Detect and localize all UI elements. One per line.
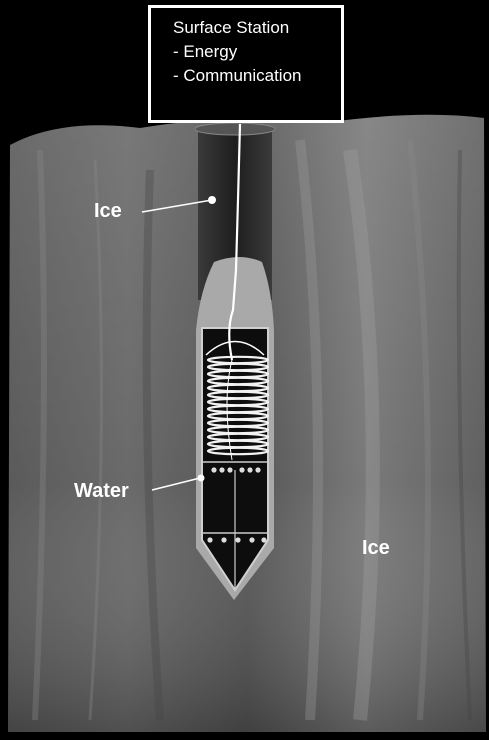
water-pointer-dot: [198, 475, 205, 482]
sensor-dot: [219, 467, 224, 472]
ice-upper-label: Ice: [94, 200, 122, 223]
surface-station-item-energy: - Energy: [173, 40, 341, 64]
water-label: Water: [74, 480, 129, 503]
sensor-dot: [207, 537, 212, 542]
ice-upper-pointer-dot: [208, 196, 216, 204]
sensor-dot: [227, 467, 232, 472]
ice-lower-label: Ice: [362, 537, 390, 560]
sensor-dot: [221, 537, 226, 542]
sensor-dot: [235, 537, 240, 542]
surface-station-item-communication: - Communication: [173, 64, 341, 88]
sensor-dot: [239, 467, 244, 472]
borehole-rim: [195, 123, 275, 135]
surface-station-box: Surface Station - Energy - Communication: [148, 5, 344, 123]
sensor-dot: [247, 467, 252, 472]
sensor-dot: [261, 537, 266, 542]
heating-coil: [208, 357, 268, 454]
sensor-dot: [255, 467, 260, 472]
surface-station-title: Surface Station: [173, 16, 341, 40]
sensor-dot: [249, 537, 254, 542]
sensor-dot: [211, 467, 216, 472]
